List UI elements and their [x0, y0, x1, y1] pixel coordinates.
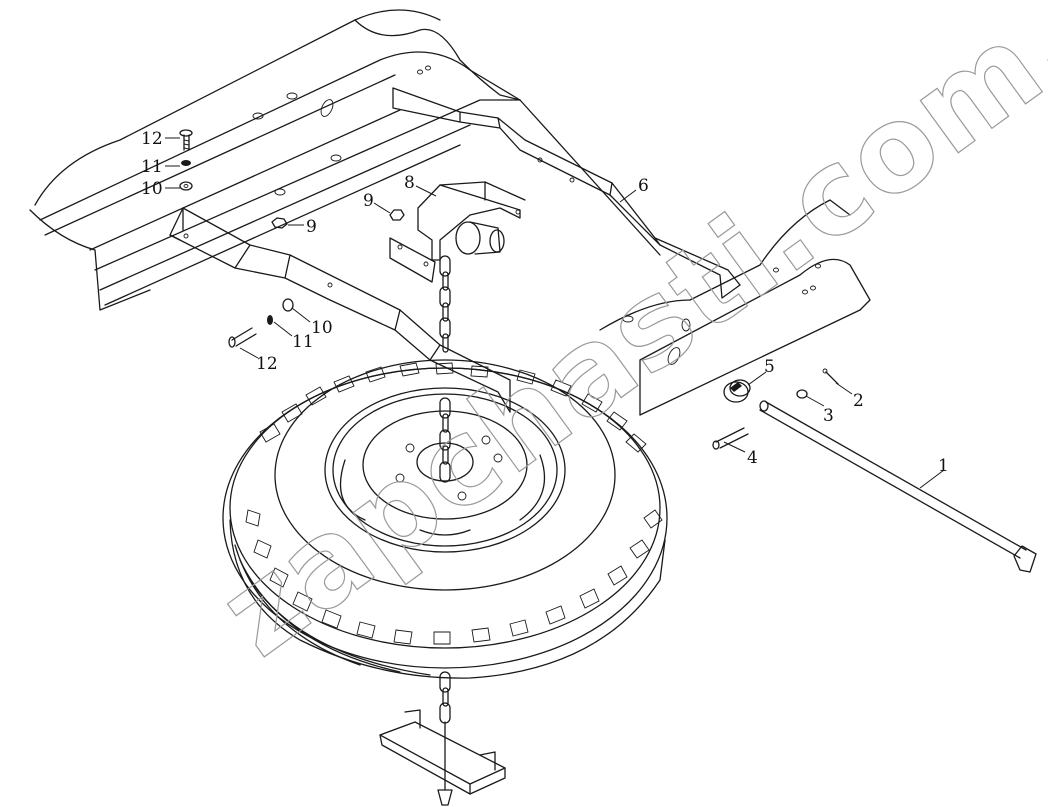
crossmember-bracket-6 — [392, 87, 741, 299]
callout-2: 2 — [853, 391, 864, 411]
winch-bracket-8 — [389, 181, 526, 283]
crossmember-bracket-left — [169, 207, 511, 413]
callout-labels: 1 2 3 4 5 6 8 9 9 10 10 11 11 12 12 — [141, 129, 949, 476]
frame-rails — [29, 9, 871, 416]
callout-12-lower: 12 — [256, 354, 278, 374]
callout-9-lower: 9 — [306, 217, 317, 237]
callout-1: 1 — [938, 456, 949, 476]
callout-8: 8 — [404, 173, 415, 193]
callout-11-lower: 11 — [292, 332, 314, 352]
winch-shaft-assembly — [712, 368, 1037, 573]
callout-10-lower: 10 — [311, 318, 333, 338]
callout-3: 3 — [823, 406, 834, 426]
callout-10-upper: 10 — [141, 179, 163, 199]
callout-6: 6 — [638, 176, 649, 196]
spare-wheel — [222, 359, 668, 679]
callout-4: 4 — [747, 448, 758, 468]
callout-11-upper: 11 — [141, 157, 163, 177]
callout-12-upper: 12 — [141, 129, 163, 149]
wheel-carrier-plate — [379, 709, 506, 806]
fasteners — [179, 129, 405, 348]
callout-leaders — [165, 137, 945, 489]
callout-5: 5 — [764, 357, 775, 377]
callout-9-upper: 9 — [363, 191, 374, 211]
lift-chain — [439, 255, 451, 724]
